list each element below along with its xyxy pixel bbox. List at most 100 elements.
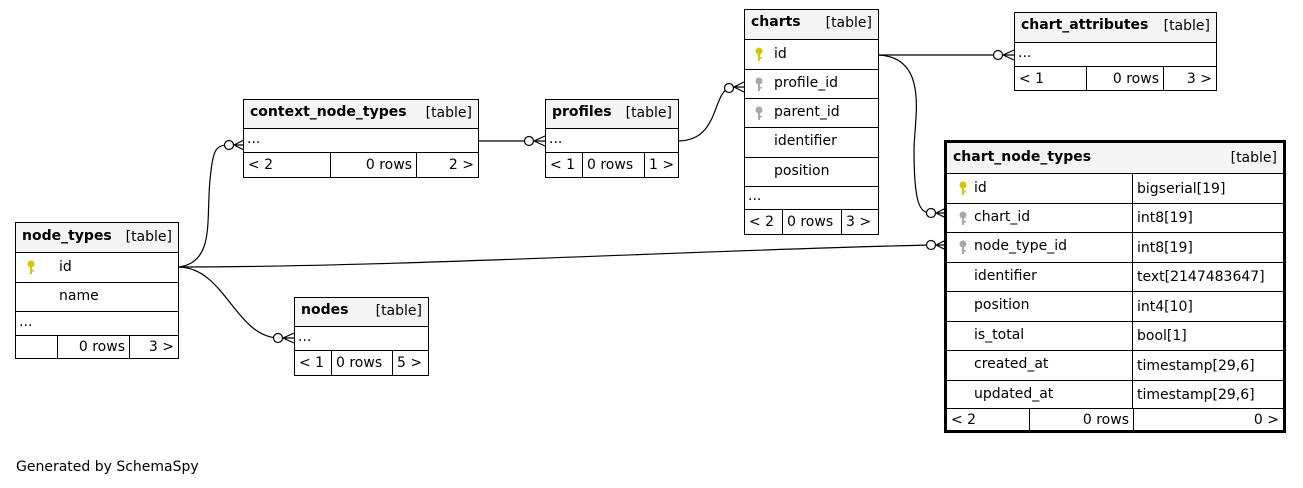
table-header: node_types [table] [16,223,178,252]
edge-marker [523,135,535,147]
table-profiles[interactable]: profiles [table] ... < 1 0 rows 1 > [545,99,679,178]
column-type: timestamp[29,6] [1132,351,1283,380]
table-header: nodes [table] [295,298,428,326]
column-row[interactable]: chart_id int8[19] [947,203,1283,232]
table-nodes[interactable]: nodes [table] ... < 1 0 rows 5 > [294,297,429,376]
ellipsis: ... [19,314,33,330]
table-type-label: [table] [125,229,172,245]
ellipsis: ... [549,131,563,147]
column-row[interactable]: node_type_id int8[19] [947,232,1283,262]
table-footer: < 1 0 rows 5 > [295,350,428,375]
crows-foot [533,135,546,147]
table-chart-attributes[interactable]: chart_attributes [table] ... < 1 0 rows … [1014,12,1217,91]
child-count[interactable]: 2 > [416,153,478,177]
column-name: is_total [974,327,1025,343]
column-row[interactable]: is_total bool[1] [947,321,1283,350]
row-count: 0 rows [582,153,644,177]
column-type: timestamp[29,6] [1132,381,1283,408]
column-row[interactable]: identifier [745,127,878,157]
column-row[interactable]: position int4[10] [947,291,1283,321]
parent-count[interactable]: < 1 [550,157,576,173]
column-name: profile_id [774,75,838,91]
column-row[interactable]: profile_id [745,69,878,98]
ellipsis: ... [748,188,762,204]
table-footer: < 2 0 rows 2 > [244,152,478,177]
table-name: profiles [552,104,612,120]
table-type-label: [table] [625,105,672,121]
parent-count[interactable]: < 2 [248,157,274,173]
column-name: created_at [974,356,1049,372]
edge-marker [992,49,1004,61]
column-type: bool[1] [1132,322,1283,350]
edge-marker [723,82,735,94]
child-count[interactable]: 3 > [129,336,178,358]
table-chart-node-types[interactable]: chart_node_types [table] id bigserial[19… [944,140,1286,433]
row-count: 0 rows [782,210,841,234]
row-count: 0 rows [331,351,392,375]
more-columns: ... [546,128,678,152]
column-row[interactable]: identifier text[2147483647] [947,262,1283,291]
column-row[interactable]: parent_id [745,98,878,127]
table-type-label: [table] [1230,150,1277,166]
table-footer: < 2 0 rows 0 > [947,408,1283,430]
edge-node-types-chart-node-types [178,244,932,268]
child-count[interactable]: 3 > [841,210,878,234]
column-name: chart_id [974,209,1031,225]
column-name: id [974,180,987,196]
column-name: node_type_id [974,238,1067,254]
column-row[interactable]: created_at timestamp[29,6] [947,350,1283,380]
column-name: id [774,46,787,62]
edge-profiles-charts [678,87,731,142]
table-name: chart_attributes [1021,17,1149,33]
column-name: name [59,288,99,304]
table-header: chart_attributes [table] [1015,13,1216,42]
column-row[interactable]: id [16,252,178,282]
column-row[interactable]: updated_at timestamp[29,6] [947,380,1283,408]
column-type: int8[19] [1132,204,1283,232]
table-name: node_types [22,228,112,244]
table-name: charts [751,14,801,30]
row-count: 0 rows [1029,409,1133,430]
child-count: 0 > [1133,409,1283,430]
crows-foot [233,139,245,151]
parent-count[interactable]: < 2 [749,214,775,230]
column-type: int4[10] [1132,292,1283,321]
table-footer: 0 rows 3 > [16,335,178,358]
parent-count[interactable]: < 1 [1019,70,1045,87]
more-columns: ... [244,128,478,152]
edge-charts-chart-node-types [878,54,932,214]
parent-count[interactable]: < 1 [299,355,325,371]
foreign-key-icon [959,240,967,254]
column-row[interactable]: id [745,39,878,69]
edge-marker [223,139,235,151]
ellipsis: ... [298,329,312,345]
more-columns: ... [16,311,178,335]
column-name: updated_at [974,386,1054,402]
table-type-label: [table] [1163,18,1210,34]
column-row[interactable]: name [16,282,178,311]
row-count: 0 rows [1086,67,1163,90]
table-name: chart_node_types [953,149,1092,165]
edge-marker [925,207,937,219]
table-header: context_node_types [table] [244,100,478,128]
child-count[interactable]: 5 > [392,351,428,375]
table-type-label: [table] [375,303,422,319]
column-row[interactable]: position [745,157,878,186]
table-header: chart_node_types [table] [947,143,1283,173]
table-footer: < 2 0 rows 3 > [745,209,878,234]
primary-key-icon [959,181,967,195]
column-name: identifier [774,133,837,149]
table-charts[interactable]: charts [table] id profile_id parent_id i… [744,9,879,235]
table-context-node-types[interactable]: context_node_types [table] ... < 2 0 row… [243,99,479,178]
foreign-key-icon [959,211,967,225]
child-count[interactable]: 1 > [644,153,678,177]
child-count[interactable]: 3 > [1163,67,1216,90]
parent-count[interactable]: < 2 [951,411,977,428]
table-header: charts [table] [745,10,878,39]
column-row[interactable]: id bigserial[19] [947,173,1283,203]
ellipsis: ... [247,131,261,147]
more-columns: ... [745,186,878,209]
more-columns: ... [1015,42,1216,66]
primary-key-icon [755,47,763,61]
table-node-types[interactable]: node_types [table] id name ... 0 rows 3 … [15,222,179,359]
